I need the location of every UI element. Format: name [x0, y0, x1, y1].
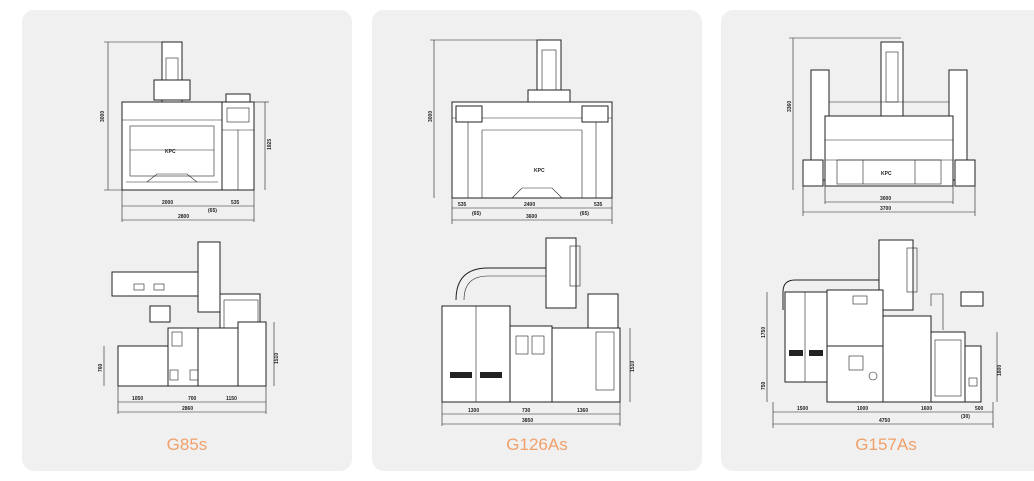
- dim-side-b: 1000: [857, 406, 868, 412]
- g85s-drawing: 3000 KPC 1925: [98, 41, 280, 414]
- g126as-drawing: 3000 KPC 535 2400 535 (65) (65): [428, 39, 636, 426]
- dim-side-height-left: 760: [98, 363, 104, 372]
- product-card-g126as[interactable]: 3000 KPC 535 2400 535 (65) (65): [372, 10, 702, 471]
- dim-paren: (30): [961, 414, 970, 420]
- dim-side-total: 4750: [879, 418, 890, 424]
- dim-paren-right: (65): [580, 211, 589, 217]
- dim-height: 3360: [787, 101, 793, 112]
- g157as-drawing: 3360 KPC 3000 3700: [761, 37, 1003, 428]
- dim-width-a: 2000: [162, 200, 173, 206]
- dim-width-total: 2800: [178, 214, 189, 220]
- dim-height: 3000: [100, 111, 106, 122]
- dim-side-height-right: 1800: [997, 365, 1003, 376]
- dim-side-c: 1360: [577, 408, 588, 414]
- logo-text: KPC: [165, 149, 176, 155]
- dim-side-a: 1500: [797, 406, 808, 412]
- dim-side-c: 1150: [226, 396, 237, 402]
- product-card-g157as[interactable]: 3360 KPC 3000 3700: [721, 10, 1034, 471]
- logo-text: KPC: [881, 171, 892, 177]
- dim-side-b: 700: [188, 396, 197, 402]
- dim-paren: (65): [208, 208, 217, 214]
- dim-side-height-right: 1510: [630, 361, 636, 372]
- dim-side-d: 500: [975, 406, 984, 412]
- dim-height-right: 1925: [267, 139, 273, 150]
- dim-side-a: 1300: [468, 408, 479, 414]
- product-name-label: G126As: [506, 435, 568, 454]
- dim-side-b: 730: [522, 408, 531, 414]
- dim-side-c: 1600: [921, 406, 932, 412]
- dim-side-height-left-top: 1750: [761, 327, 767, 338]
- dim-height: 3000: [428, 111, 434, 122]
- dim-width-b: 535: [231, 200, 240, 206]
- dim-width-inner: 3000: [880, 196, 891, 202]
- dim-side-total: 2860: [182, 406, 193, 412]
- dim-width-total: 3700: [880, 206, 891, 212]
- dim-side-a: 1050: [132, 396, 143, 402]
- dim-side-height-right: 1510: [274, 353, 280, 364]
- dim-width-main: 2400: [524, 202, 535, 208]
- dim-paren-left: (65): [472, 211, 481, 217]
- dim-width-left: 535: [458, 202, 467, 208]
- product-card-g85s[interactable]: 3000 KPC 1925: [22, 10, 352, 471]
- product-name-label: G85s: [166, 435, 208, 454]
- dim-side-height-left-bottom: 750: [761, 381, 767, 390]
- logo-text: KPC: [534, 168, 545, 174]
- dim-width-total: 3600: [526, 214, 537, 220]
- product-name-label: G157As: [855, 435, 917, 454]
- dim-side-total: 3850: [522, 418, 533, 424]
- dim-width-right: 535: [594, 202, 603, 208]
